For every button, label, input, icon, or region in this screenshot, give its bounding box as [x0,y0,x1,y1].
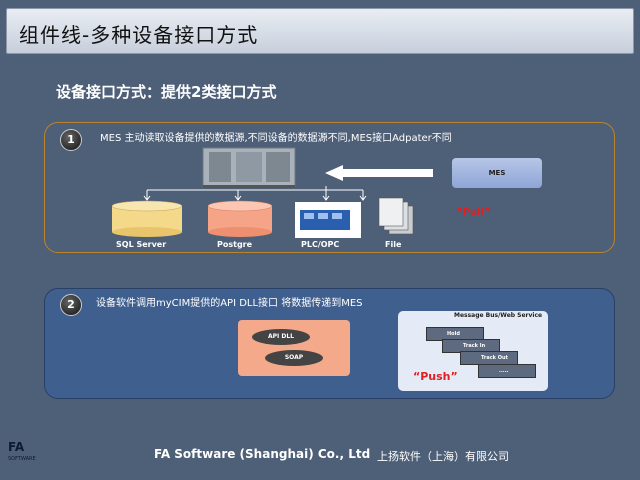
source-label-file: File [385,240,402,249]
postgre-icon [207,200,273,237]
source-label-plc-opc: PLC/OPC [301,240,340,249]
section1-panel [44,122,615,253]
pull-arrow-icon [325,165,433,181]
company-name-en: FA Software (Shanghai) Co., Ltd [154,447,371,461]
source-label-sql-server: SQL Server [116,240,167,249]
company-name-cn: 上扬软件（上海）有限公司 [377,450,509,463]
section2-number-badge: 2 [60,294,82,316]
api-interface-box: API DLL SOAP [238,320,350,376]
company-logo: FA SOFTWARE [8,441,36,465]
message-bus-title: Message Bus/Web Service [454,312,543,319]
section1-number-badge: 1 [60,129,82,151]
sql-server-icon [111,200,183,237]
bus-step-more: ..... [478,364,536,378]
plc-device-icon [295,202,361,238]
company-logo-sub: SOFTWARE [8,456,36,462]
section1-description: MES 主动读取设备提供的数据源,不同设备的数据源不同,MES接口Adpater… [100,133,452,144]
soap-ellipse: SOAP [265,350,323,366]
api-dll-ellipse: API DLL [252,329,310,345]
push-label: “Push” [413,370,458,383]
mes-box: MES [452,158,542,188]
pull-label: “Pull” [456,207,491,218]
message-bus-box: Message Bus/Web Service Hold Track In Tr… [398,311,548,391]
source-label-postgre: Postgre [217,240,253,249]
equipment-machine-icon [202,147,296,188]
file-stack-icon [378,197,414,235]
company-logo-mark: FA [8,440,25,454]
title-bar: 组件线-多种设备接口方式 [6,8,634,54]
page-title: 组件线-多种设备接口方式 [19,23,259,47]
page-subtitle: 设备接口方式：提供2类接口方式 [56,83,277,101]
section2-description: 设备软件调用myCIM提供的API DLL接口 将数据传递到MES [96,298,363,309]
source-connector-lines [143,186,367,201]
bus-step-track-out: Track Out [460,351,518,365]
